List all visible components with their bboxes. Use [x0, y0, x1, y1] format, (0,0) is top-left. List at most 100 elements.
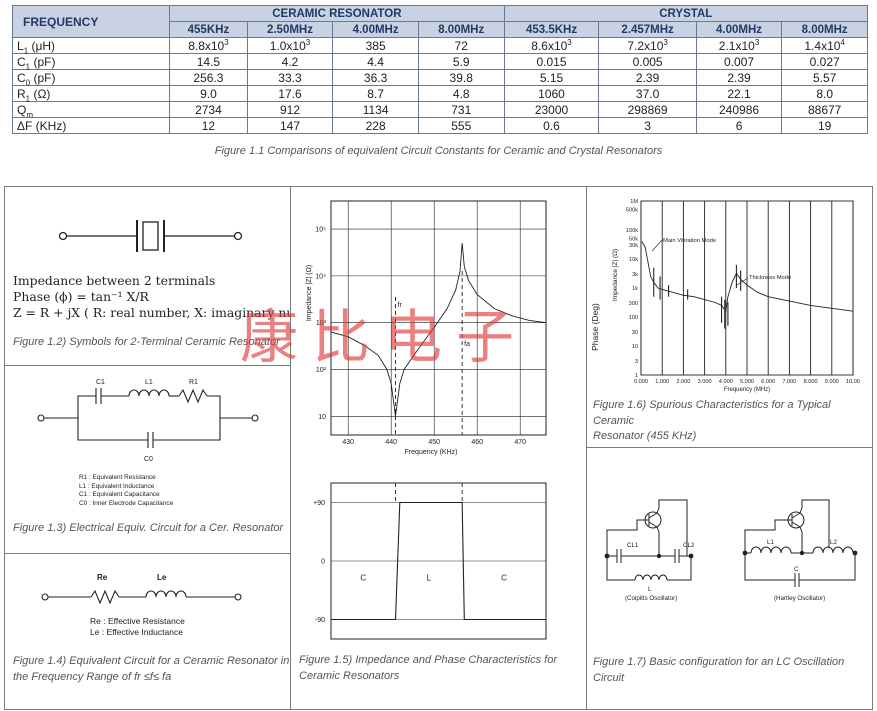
table-cell: 8.0 [781, 85, 868, 102]
l1-label: L1 [767, 539, 774, 546]
legend-r1: R1 : Equivalent Resistance [79, 474, 156, 481]
column-header: 8.00MHz [417, 21, 505, 38]
table-cell: 4.4 [332, 53, 419, 70]
table-cell: 228 [332, 117, 419, 134]
figure-1-3-caption: Figure 1.3) Electrical Equiv. Circuit fo… [13, 522, 284, 534]
table-cell: 2.39 [598, 69, 697, 86]
column-header: 8.00MHz [781, 21, 868, 38]
x-tick-label: 470 [514, 439, 526, 446]
table-cell: 8.6x103 [503, 37, 600, 54]
x-tick-label: 5.000 [740, 379, 754, 385]
phase-region-label: C [360, 574, 366, 583]
y-tick-label: 100 [629, 315, 638, 321]
c1-label: C1 [96, 379, 105, 386]
figure-1-4-panel: Re Le Re : Effective Resistance Le : Eff… [4, 553, 291, 710]
resonator-comparison-table: FREQUENCY CERAMIC RESONATOR CRYSTAL 455K… [11, 5, 869, 134]
table-cell: 88677 [781, 101, 868, 118]
x-tick-label: 8.000 [804, 379, 818, 385]
x-tick-label: 10.00 [846, 379, 860, 385]
legend-c0: C0 : Inner Electrode Capacitance [79, 499, 174, 507]
y-tick-label: 30k [629, 243, 638, 249]
x-tick-label: 450 [428, 439, 440, 446]
column-header: 455KHz [169, 21, 248, 38]
x-tick-label: 440 [385, 439, 397, 446]
figure-1-6-caption-line1: Figure 1.6) Spurious Characteristics for… [593, 399, 831, 427]
table-cell: 5.15 [503, 69, 600, 86]
impedance-plot-frame [330, 200, 547, 436]
x-tick-label: 460 [471, 439, 483, 446]
phase-curve [331, 501, 546, 621]
phase-formula: Phase (ϕ) = tan⁻¹ X/R [13, 289, 149, 304]
table-cell: 240986 [695, 101, 783, 118]
column-header: 2.50MHz [246, 21, 334, 38]
colpitts-l-label: L [648, 586, 652, 593]
y-tick-label: 3k [632, 272, 638, 278]
y-tick-label: 1M [630, 199, 638, 205]
y-tick-label: 300 [629, 301, 638, 307]
frequency-x-label: Frequency (KHz) [405, 449, 458, 456]
ceramic-group-header: CERAMIC RESONATOR [169, 5, 505, 22]
table-cell: 7.2x103 [598, 37, 697, 54]
y-tick-label: 10 [318, 414, 326, 421]
r1-label: R1 [189, 379, 198, 386]
y-tick-label: 30 [632, 330, 638, 336]
x-tick-label: 1.000 [655, 379, 669, 385]
table-cell: 19 [781, 117, 868, 134]
table-cell: 1.4x104 [781, 37, 868, 54]
frequency-header: FREQUENCY [11, 5, 171, 38]
y-tick-label: 10³ [316, 320, 327, 327]
phase-tick-label: 0 [321, 559, 325, 566]
legend-le: Le : Effective Inductance [90, 627, 183, 637]
table-cell: 2.1x103 [695, 37, 783, 54]
table-cell: 8.8x103 [169, 37, 248, 54]
table-cell: 17.6 [246, 85, 334, 102]
parameter-name: ΔF (KHz) [11, 117, 171, 134]
table-cell: 4.8 [417, 85, 505, 102]
phase-tick-label: -90 [315, 617, 325, 624]
figure-1-3-panel: C1 L1 R1 C0 R1 : Equivalent Resistance L… [4, 365, 291, 554]
table-cell: 8.7 [332, 85, 419, 102]
impedance-formula: Z = R + jX ( R: real number, X: imaginar… [13, 305, 290, 320]
table-cell: 39.8 [417, 69, 505, 86]
column-header: 453.5KHz [503, 21, 600, 38]
parameter-name: Qm [11, 101, 171, 118]
y-tick-label: 10 [632, 344, 638, 350]
table-cell: 0.005 [598, 53, 697, 70]
x-tick-label: 3.000 [698, 379, 712, 385]
x-tick-label: 0.000 [634, 379, 648, 385]
table-cell: 298869 [598, 101, 697, 118]
legend-re: Re : Effective Resistance [90, 616, 185, 626]
figure-1-7-caption: Figure 1.7) Basic configuration for an L… [593, 656, 845, 684]
table-cell: 5.57 [781, 69, 868, 86]
table-cell: 37.0 [598, 85, 697, 102]
table-cell: 147 [246, 117, 334, 134]
crystal-group-header: CRYSTAL [503, 5, 869, 22]
impedance-curve [330, 243, 547, 417]
x-tick-label: 9.000 [825, 379, 839, 385]
figure-1-7-panel: CL1 CL2 L (Colpitts Oscillator) L1 L2 C … [586, 447, 873, 710]
table-cell: 256.3 [169, 69, 248, 86]
table-cell: 1134 [332, 101, 419, 118]
parameter-name: L1 (μH) [11, 37, 171, 54]
phase-region-label: L [427, 574, 432, 583]
re-label: Re [97, 573, 108, 582]
thickness-mode-annotation: Thickness Mode [749, 275, 791, 281]
x-tick-label: 430 [342, 439, 354, 446]
table-cell: 2734 [169, 101, 248, 118]
table-cell: 22.1 [695, 85, 783, 102]
parameter-name: C1 (pF) [11, 53, 171, 70]
figure-1-1-caption: Figure 1.1 Comparisons of equivalent Cir… [214, 145, 663, 157]
table-cell: 4.2 [246, 53, 334, 70]
table-cell: 0.6 [503, 117, 600, 134]
figure-1-4-caption-line2: the Frequency Range of fr ≤f≤ fa [13, 670, 172, 683]
table-cell: 2.39 [695, 69, 783, 86]
le-label: Le [157, 573, 167, 582]
